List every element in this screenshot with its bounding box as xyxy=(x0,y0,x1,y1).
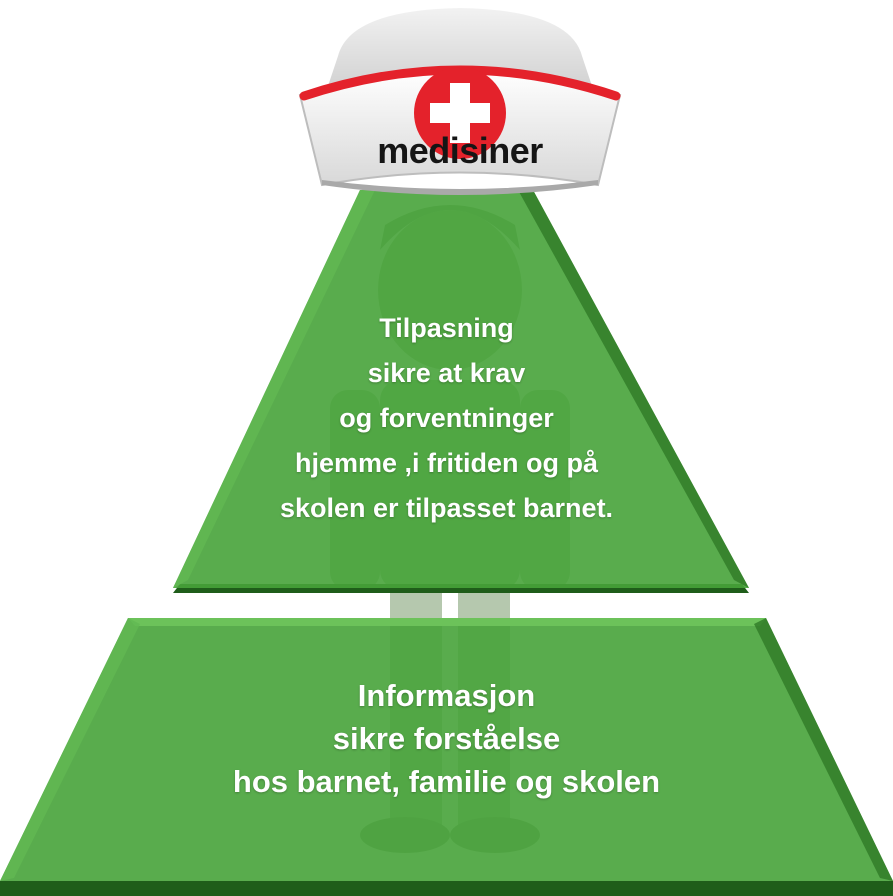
pyramid-tier-top xyxy=(173,190,749,593)
bottom-tier-line: hos barnet, familie og skolen xyxy=(232,764,661,799)
pyramid-tier-bottom xyxy=(0,618,893,896)
red-cross-icon xyxy=(414,67,506,159)
cap-label: medisiner xyxy=(377,130,543,171)
top-tier-text: Tilpasning sikre at krav og forventninge… xyxy=(0,306,893,531)
top-tier-line: sikre at krav xyxy=(367,358,526,388)
top-tier-line: og forventninger xyxy=(339,403,554,433)
bottom-tier-line: sikre forståelse xyxy=(332,721,561,756)
bottom-tier-text: Informasjon sikre forståelse hos barnet,… xyxy=(0,674,893,803)
top-tier-line: skolen er tilpasset barnet. xyxy=(279,493,614,523)
top-tier-line: hjemme ,i fritiden og på xyxy=(294,448,599,478)
top-tier-title: Tilpasning xyxy=(379,313,514,343)
bottom-tier-title: Informasjon xyxy=(357,678,536,713)
